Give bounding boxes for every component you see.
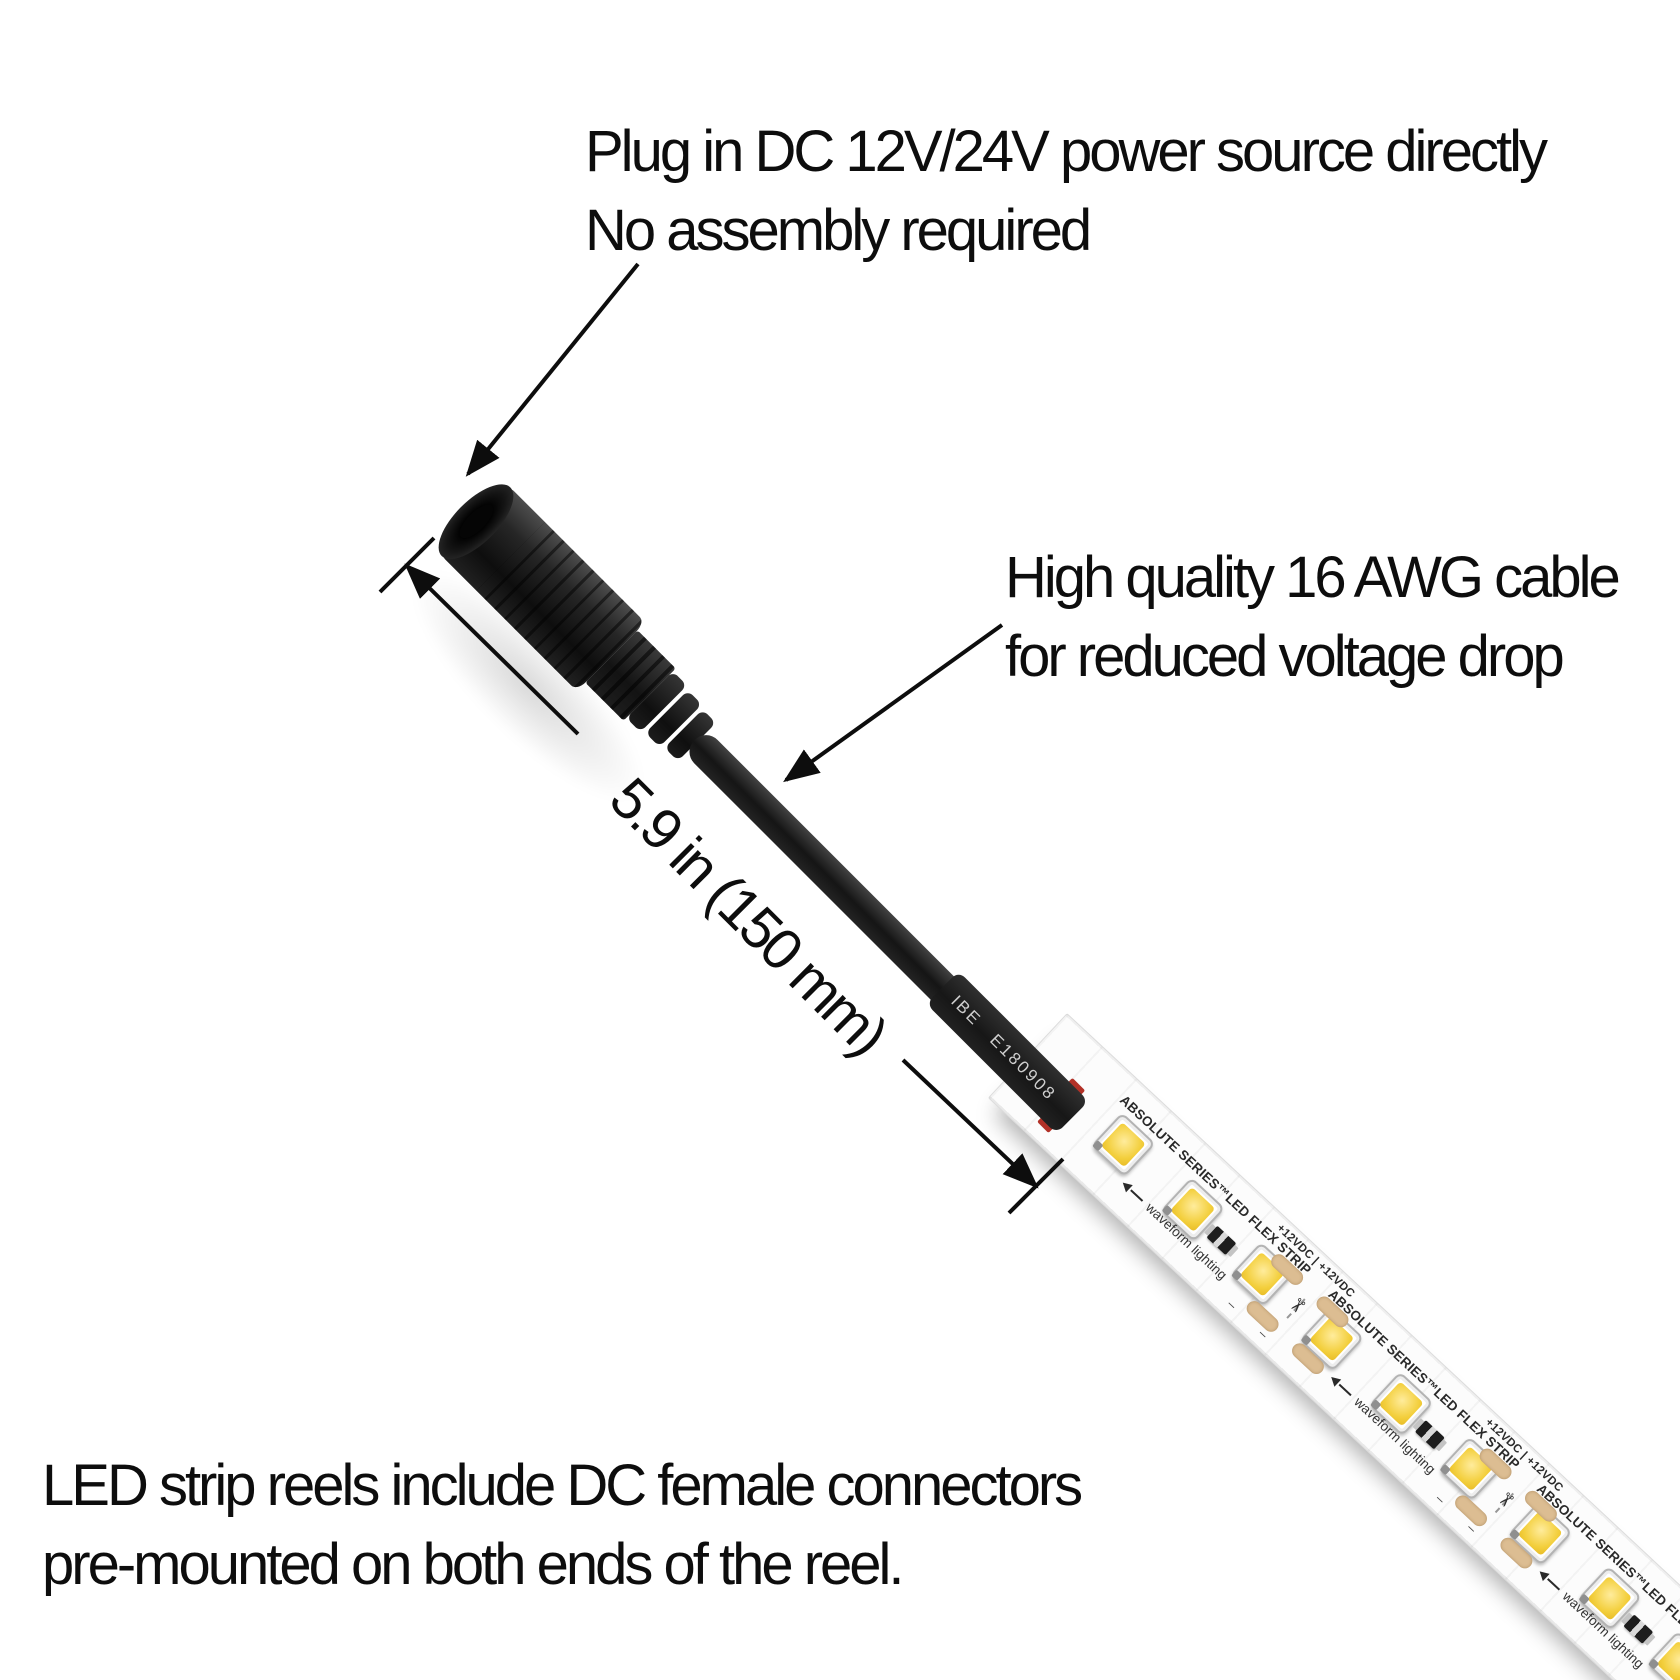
plug-annotation: Plug in DC 12V/24V power source directly…: [585, 112, 1548, 270]
cable-annotation: High quality 16 AWG cable for reduced vo…: [1005, 538, 1621, 696]
dimension-tick-end: [1007, 1157, 1065, 1215]
cable-annotation-line2: for reduced voltage drop: [1005, 624, 1565, 689]
reel-annotation-line1: LED strip reels include DC female connec…: [42, 1453, 1083, 1518]
direction-arrow-tail: [1338, 1383, 1352, 1396]
reel-annotation-line2: pre-mounted on both ends of the reel.: [42, 1532, 905, 1597]
direction-arrow-tail: [1547, 1577, 1561, 1591]
heat-shrink-marking: IBE: [947, 991, 986, 1030]
cable-annotation-line1: High quality 16 AWG cable: [1005, 545, 1621, 610]
cable-annotation-arrow: [783, 623, 1004, 783]
plug-annotation-line2: No assembly required: [585, 198, 1092, 263]
direction-arrow-tail: [1130, 1189, 1144, 1202]
plug-annotation-arrow: [465, 262, 640, 477]
plug-annotation-line1: Plug in DC 12V/24V power source directly: [585, 119, 1548, 184]
reel-annotation: LED strip reels include DC female connec…: [42, 1446, 1083, 1604]
led-phosphor: [1100, 1122, 1146, 1168]
